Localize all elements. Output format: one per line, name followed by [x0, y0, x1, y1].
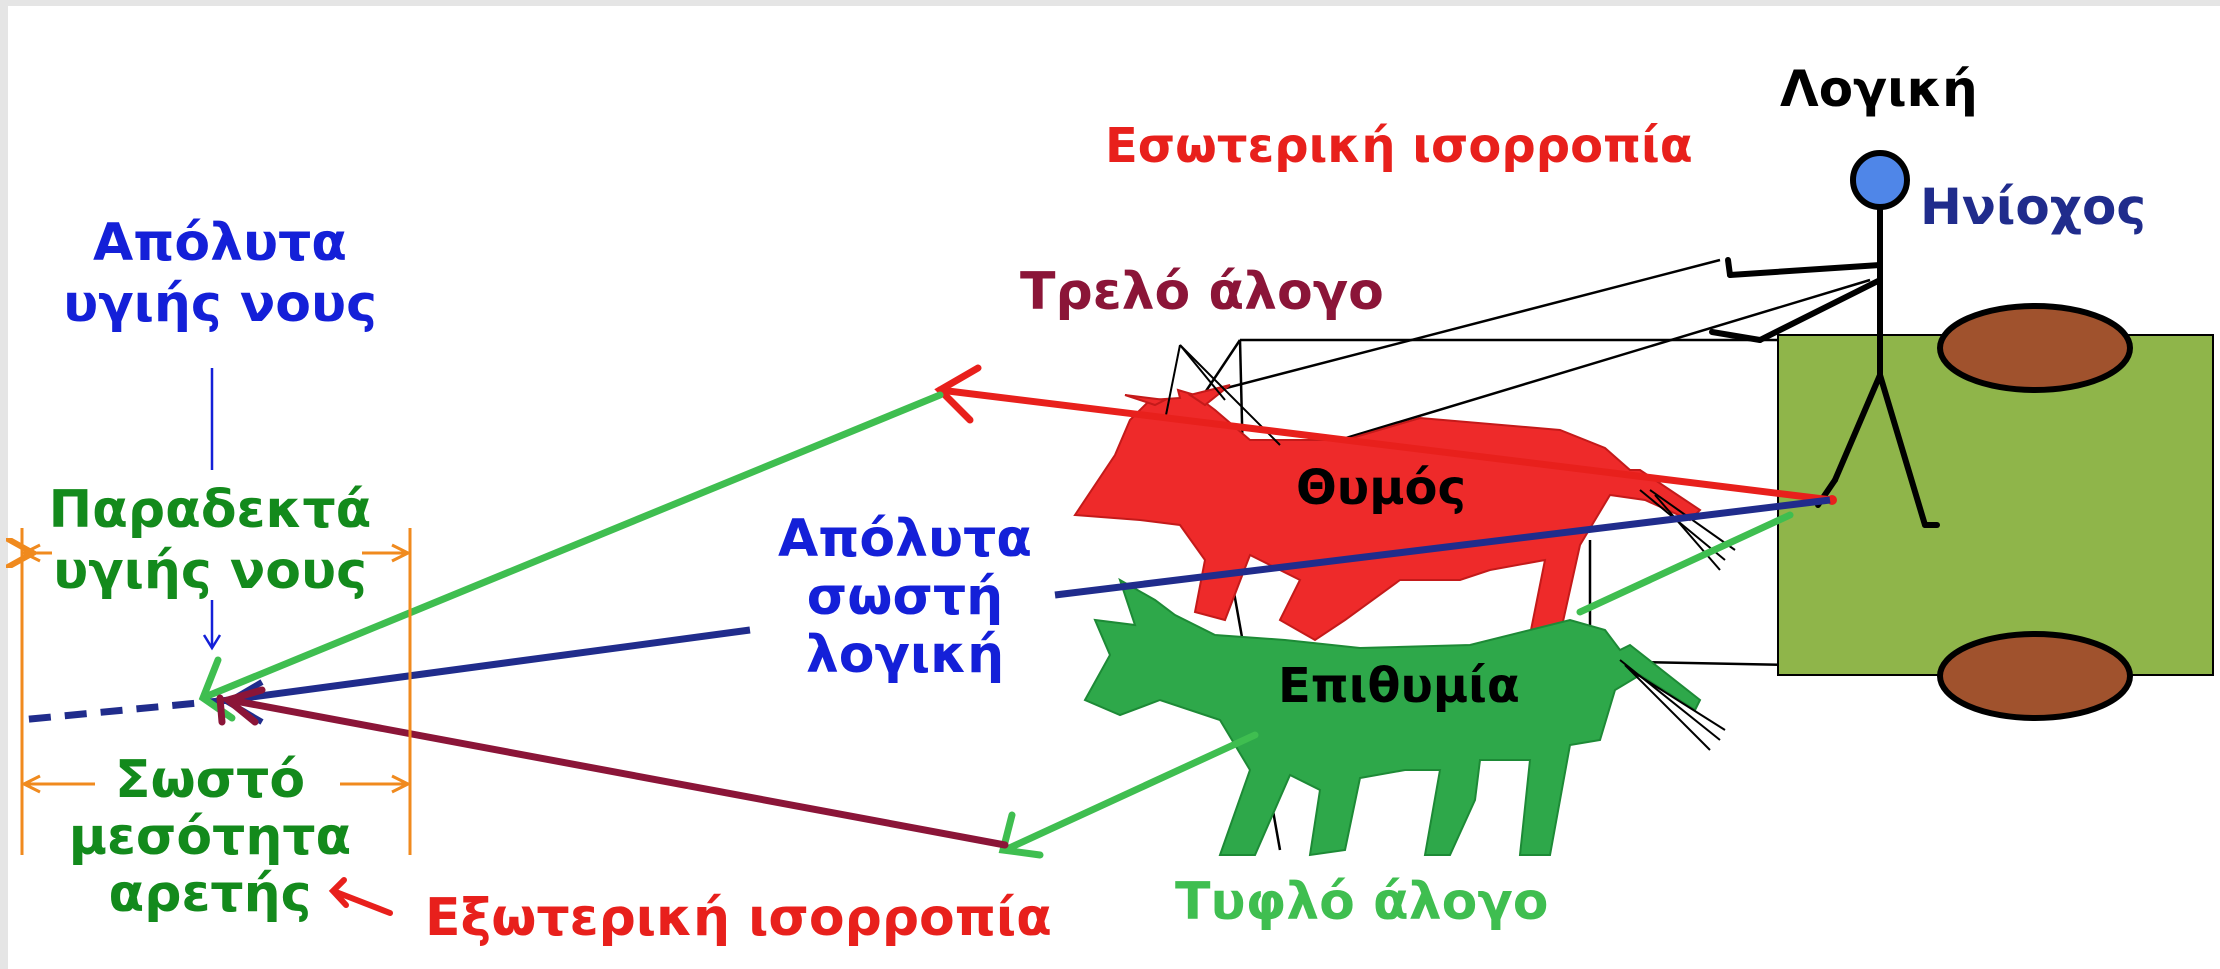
acceptable-sane-label: Παραδεκτά υγιής νους: [30, 480, 390, 603]
mean-line2: μεσότητα: [60, 809, 360, 866]
absolute-sane-label: Απόλυτα υγιής νους: [55, 213, 385, 336]
mean-line3: αρετής: [60, 866, 360, 923]
thymos-label: Θυμός: [1296, 460, 1466, 517]
green-horse: [1085, 580, 1700, 855]
acceptable-sane-line2: υγιής νους: [30, 541, 390, 602]
absolute-logic-line2: σωστή: [755, 568, 1055, 626]
green-horse-tail: [1620, 660, 1725, 750]
mean-label: Σωστό μεσότητα αρετής: [60, 752, 360, 924]
absolute-logic-label: Απόλυτα σωστή λογική: [755, 510, 1055, 685]
chariot-wheel-top: [1940, 306, 2130, 390]
outer-balance-label: Εξωτερική ισορροπία: [425, 888, 1052, 949]
mad-horse-label: Τρελό άλογο: [1020, 262, 1384, 323]
absolute-sane-line2: υγιής νους: [55, 274, 385, 335]
desire-label: Επιθυμία: [1278, 658, 1520, 715]
chariot-wheel-bottom: [1940, 634, 2130, 718]
acceptable-sane-line1: Παραδεκτά: [30, 480, 390, 541]
inner-balance-label: Εσωτερική ισορροπία: [1105, 118, 1693, 175]
mean-line1: Σωστό: [60, 752, 360, 809]
charioteer-label: Ηνίοχος: [1920, 178, 2146, 237]
absolute-sane-line1: Απόλυτα: [55, 213, 385, 274]
charioteer-head: [1853, 153, 1907, 207]
logic-label: Λογική: [1780, 60, 1978, 119]
absolute-logic-line1: Απόλυτα: [755, 510, 1055, 568]
blind-horse-label: Τυφλό άλογο: [1175, 872, 1549, 933]
absolute-logic-line3: λογική: [755, 626, 1055, 684]
